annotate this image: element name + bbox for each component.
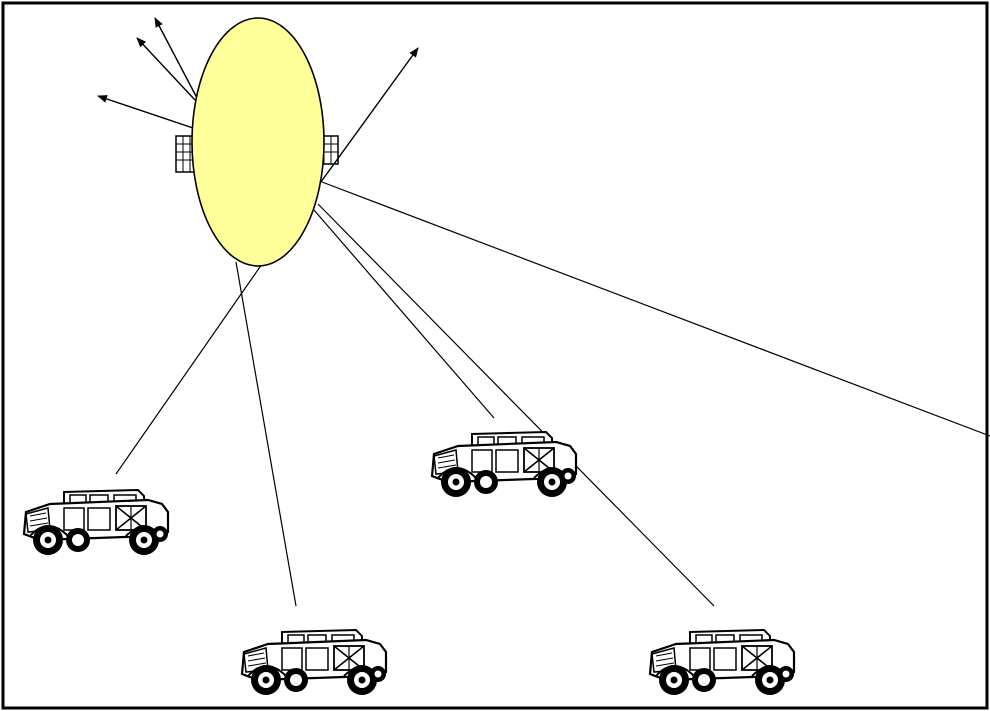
link-line — [313, 209, 495, 419]
outbound-arrow — [317, 47, 419, 187]
humvee-icon — [22, 488, 170, 557]
humvee-icon — [240, 628, 388, 697]
links — [115, 181, 990, 607]
vehicle-bottom-left — [240, 628, 388, 697]
link-line — [235, 261, 297, 607]
link-line — [115, 263, 263, 475]
vehicle-left — [22, 488, 170, 557]
humvee-icon — [430, 430, 578, 499]
central-node-ellipse — [191, 17, 325, 267]
link-line — [317, 203, 715, 607]
vehicle-bottom-right — [648, 628, 796, 697]
vehicle-center — [430, 430, 578, 499]
outbound-arrow — [136, 37, 196, 101]
outbound-arrows — [97, 17, 419, 187]
outbound-arrow — [154, 17, 198, 99]
outbound-arrow — [97, 95, 194, 129]
link-line — [321, 181, 990, 437]
humvee-icon — [648, 628, 796, 697]
